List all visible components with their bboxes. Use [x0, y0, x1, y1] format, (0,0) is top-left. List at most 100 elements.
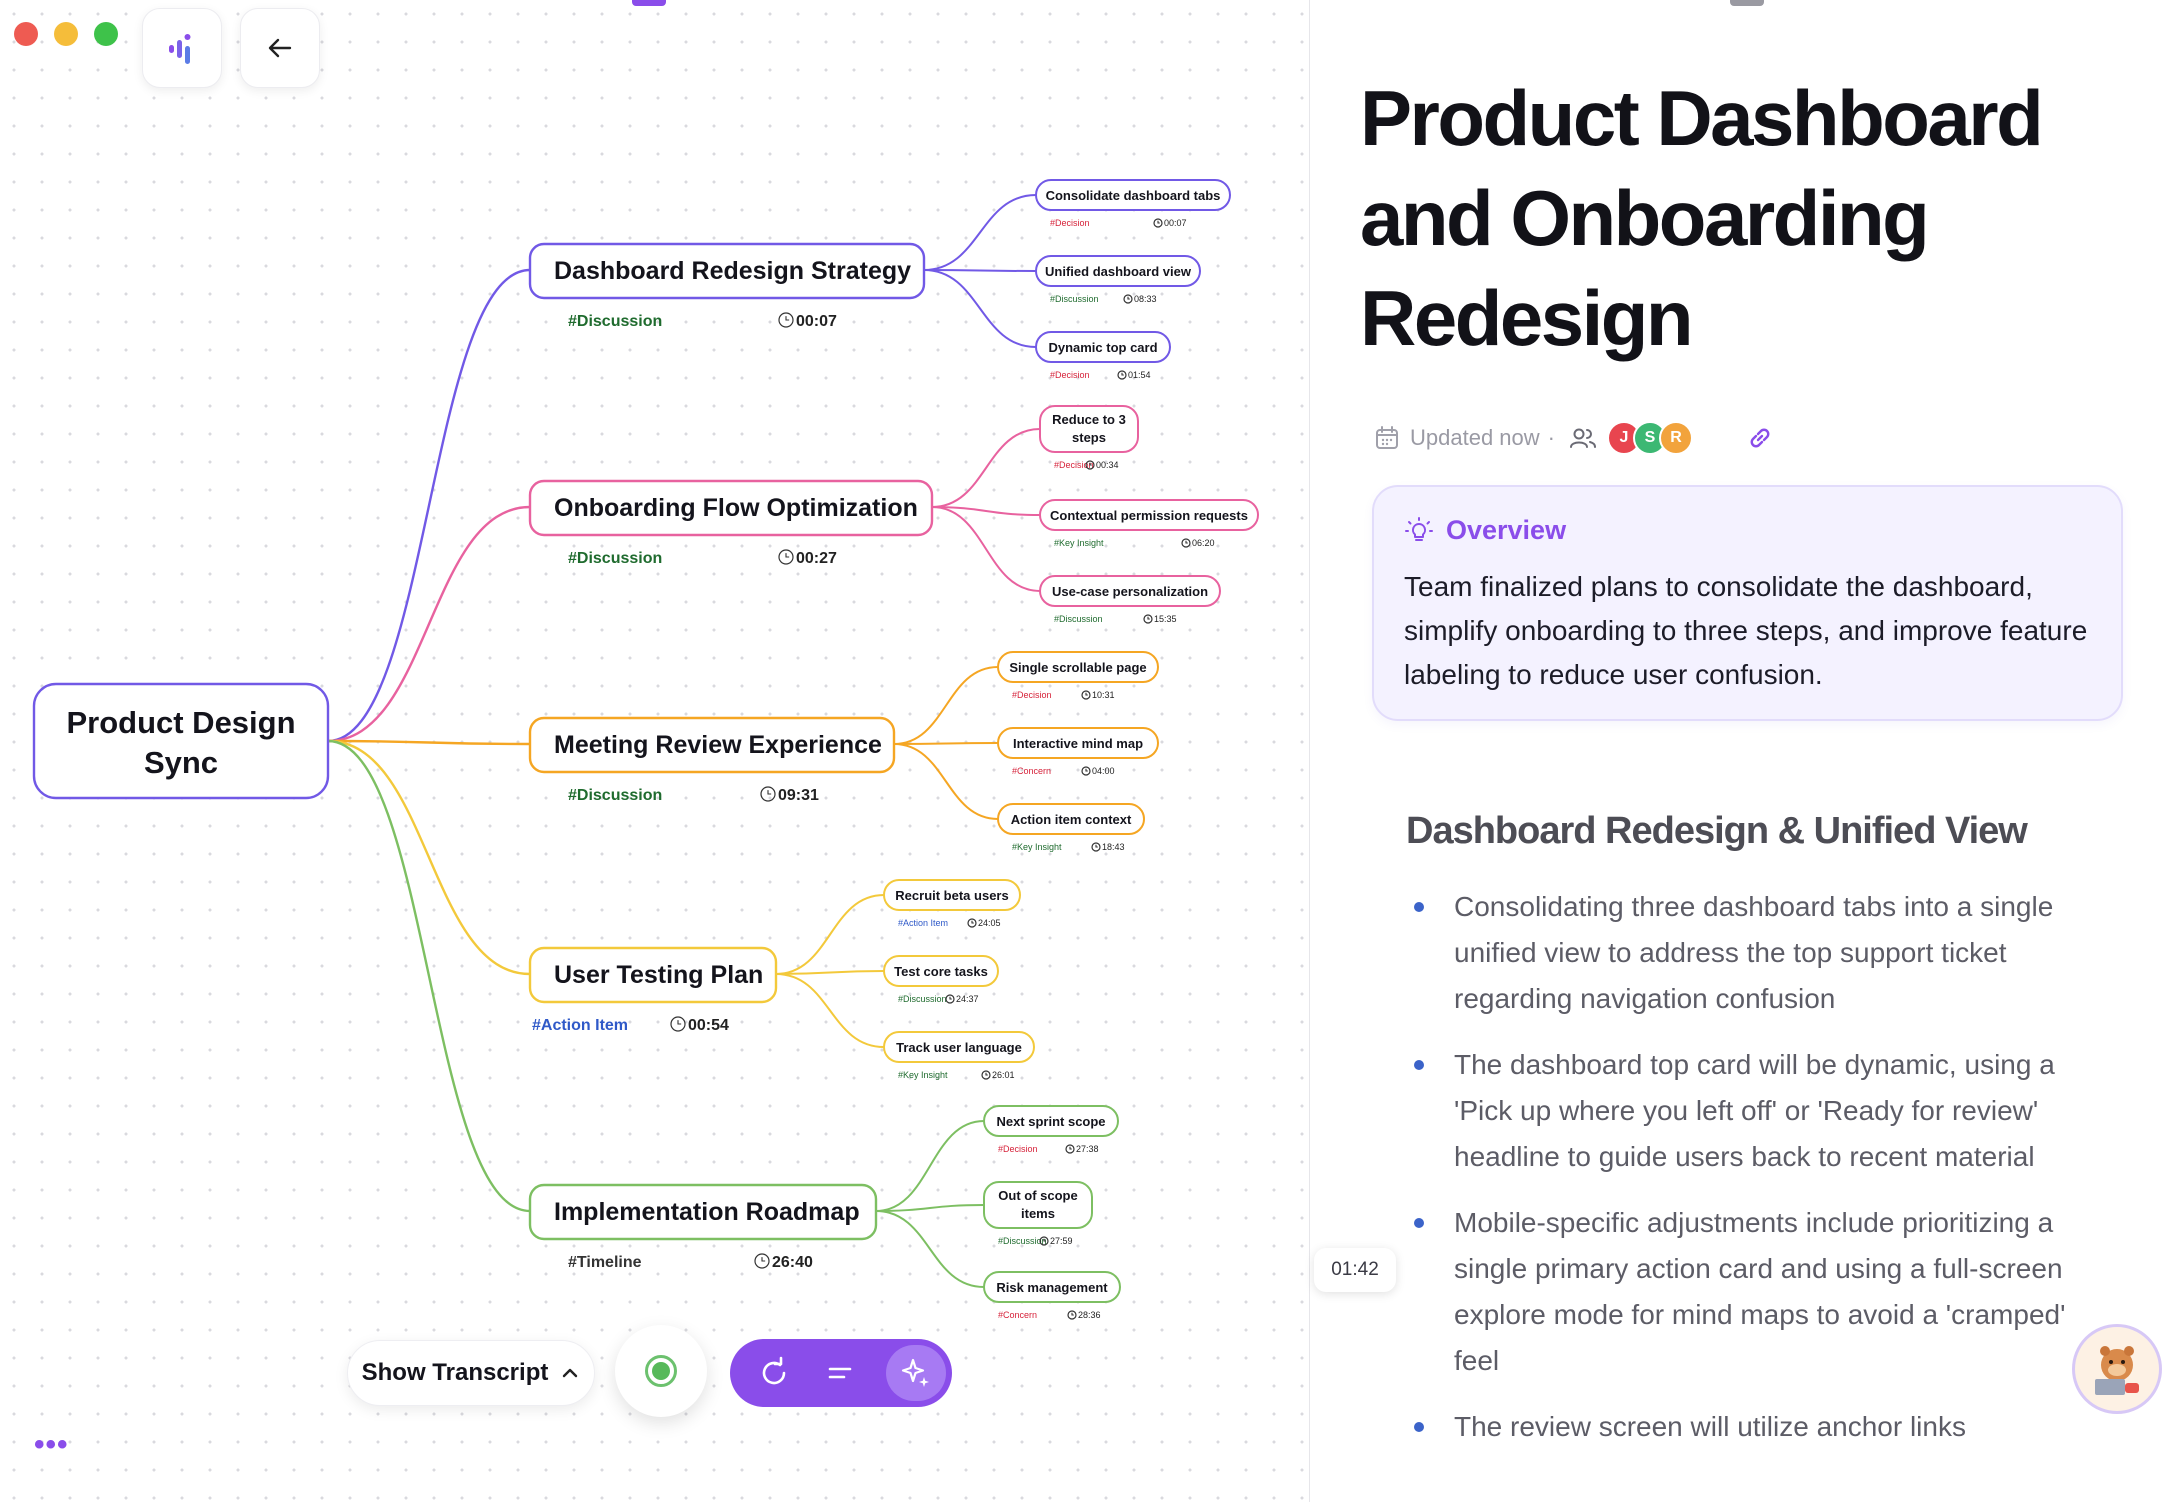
- updated-status: Updated now: [1410, 425, 1540, 450]
- topic-tag: #Action Item: [532, 1017, 628, 1034]
- leaf-timestamp: 00:07: [1164, 218, 1187, 228]
- leaf-tag: #Decision: [1050, 370, 1090, 380]
- branch-connector: [327, 505, 531, 743]
- leaf-timestamp: 27:59: [1050, 1236, 1073, 1246]
- app-logo-button[interactable]: [142, 8, 222, 88]
- topic-node-label: Dashboard Redesign Strategy: [554, 257, 911, 285]
- overview-title: Overview: [1446, 515, 1567, 545]
- clock-icon: [981, 1070, 991, 1080]
- leaf-tag: #Concern: [998, 1310, 1037, 1320]
- clock-icon: [967, 918, 977, 928]
- show-transcript-button[interactable]: Show Transcript: [347, 1340, 595, 1406]
- leaf-timestamp: 28:36: [1078, 1310, 1101, 1320]
- leaf-node-label: Action item context: [1011, 812, 1132, 827]
- calendar-icon: [1376, 426, 1398, 449]
- leaf-connector: [931, 506, 1041, 592]
- topic-node-label: Onboarding Flow Optimization: [554, 494, 918, 522]
- leaf-node-label: Single scrollable page: [1009, 660, 1146, 675]
- leaf-tag: #Discussion: [998, 1236, 1047, 1246]
- overview-card: Overview Team finalized plans to consoli…: [1372, 485, 2123, 721]
- link-icon[interactable]: [1745, 423, 1775, 453]
- leaf-connector: [875, 1210, 985, 1288]
- ai-sparkle-button[interactable]: [886, 1345, 946, 1401]
- window-close-button[interactable]: [14, 22, 38, 46]
- action-toolbar: [730, 1339, 952, 1407]
- leaf-node-label: Unified dashboard view: [1045, 264, 1192, 279]
- leaf-connector: [931, 506, 1041, 516]
- top-handle-right[interactable]: [1730, 0, 1764, 6]
- clock-icon: [670, 1016, 686, 1032]
- avatar[interactable]: R: [1658, 421, 1693, 455]
- panel-divider[interactable]: [1309, 0, 1310, 1502]
- participants-icon[interactable]: [1569, 425, 1597, 451]
- clock-icon: [1153, 218, 1163, 228]
- record-button[interactable]: [615, 1325, 707, 1417]
- leaf-node-label: Consolidate dashboard tabs: [1046, 188, 1221, 203]
- branch-connector: [327, 268, 531, 743]
- leaf-node-label: items: [1021, 1206, 1055, 1221]
- leaf-tag: #Key Insight: [898, 1070, 948, 1080]
- clock-icon: [754, 1253, 770, 1269]
- mindmap-leaf-node[interactable]: Contextual permission requests#Key Insig…: [1039, 499, 1259, 548]
- transcript-timestamp[interactable]: 01:42: [1314, 1248, 1396, 1292]
- top-handle-left[interactable]: [632, 0, 666, 6]
- topic-tag: #Discussion: [568, 787, 662, 804]
- refresh-button[interactable]: [754, 1353, 794, 1393]
- window-minimize-button[interactable]: [54, 22, 78, 46]
- waveform-logo-icon: [169, 34, 191, 64]
- text-lines-icon: [828, 1367, 852, 1379]
- leaf-connector: [775, 973, 885, 1048]
- clock-icon: [1065, 1144, 1075, 1154]
- chevron-up-icon: [563, 1368, 578, 1378]
- assistant-mascot-avatar[interactable]: [2072, 1324, 2162, 1414]
- clock-icon: [760, 786, 776, 802]
- leaf-tag: #Key Insight: [1012, 842, 1062, 852]
- clock-icon: [1081, 690, 1091, 700]
- leaf-connector: [931, 428, 1041, 508]
- topic-timestamp: 09:31: [778, 787, 819, 804]
- section-heading: Dashboard Redesign & Unified View: [1406, 810, 2028, 852]
- leaf-timestamp: 06:20: [1192, 538, 1215, 548]
- branch-connector: [327, 739, 531, 1213]
- more-dots-icon[interactable]: •••: [34, 1428, 69, 1461]
- topic-timestamp: 00:27: [796, 550, 837, 567]
- leaf-tag: #Discussion: [1050, 294, 1099, 304]
- window-maximize-button[interactable]: [94, 22, 118, 46]
- leaf-tag: #Decision: [1054, 460, 1094, 470]
- leaf-connector: [893, 743, 999, 820]
- leaf-timestamp: 24:37: [956, 994, 979, 1004]
- notes-panel: Product Dashboard and Onboarding Redesig…: [1310, 0, 2182, 1502]
- back-button[interactable]: [240, 8, 320, 88]
- topic-tag: #Timeline: [568, 1254, 642, 1271]
- leaf-timestamp: 04:00: [1092, 766, 1115, 776]
- leaf-connector: [775, 894, 885, 975]
- summary-lines-button[interactable]: [820, 1353, 860, 1393]
- leaf-node-label: Track user language: [896, 1040, 1022, 1055]
- leaf-timestamp: 01:54: [1128, 370, 1151, 380]
- topic-node-label: Implementation Roadmap: [554, 1198, 860, 1226]
- branch-connector: [327, 739, 531, 746]
- leaf-node-label: steps: [1072, 430, 1106, 445]
